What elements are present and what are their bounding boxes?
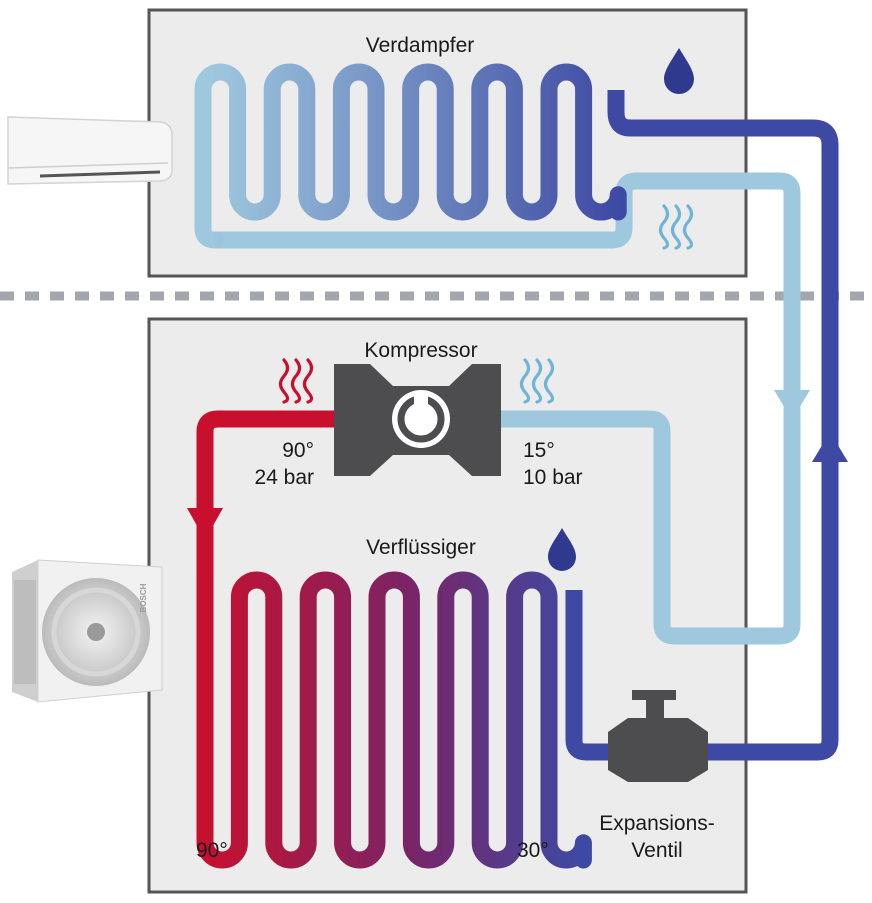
outdoor-unit-brand: BOSCH [139, 583, 148, 612]
condenser-label: Verflüssiger [366, 536, 476, 559]
discharge-temp-label: 90° [282, 439, 314, 462]
cold-waves-icon [519, 358, 555, 404]
expansion-valve-label-line2: Ventil [631, 839, 682, 862]
flow-arrow-down-left [187, 508, 223, 540]
evaporator-coil [194, 63, 627, 249]
expansion-valve-label-line1: Expansions- [599, 812, 715, 835]
suction-temp-label: 15° [523, 439, 555, 462]
evaporator-label: Verdampfer [366, 34, 475, 57]
heat-waves-icon [278, 358, 314, 404]
condenser-outlet-temp-label: 30° [517, 839, 549, 862]
indoor-unit-icon [7, 116, 173, 185]
condenser-inlet-temp-label: 90° [196, 839, 228, 862]
water-drop-icon [548, 528, 576, 571]
discharge-pressure-label: 24 bar [254, 466, 314, 489]
cold-waves-icon [658, 204, 694, 250]
compressor-label: Kompressor [364, 339, 477, 362]
flow-arrow-up-right [812, 432, 848, 462]
expansion-valve-icon [608, 690, 708, 782]
condenser-coil [196, 571, 592, 869]
discharge-line-pipe [196, 410, 395, 600]
suction-pressure-label: 10 bar [523, 466, 583, 489]
flow-arrow-down-right [774, 390, 810, 420]
water-drop-icon [664, 48, 694, 94]
outdoor-unit-icon: BOSCH [12, 559, 163, 703]
compressor-icon [334, 364, 501, 476]
